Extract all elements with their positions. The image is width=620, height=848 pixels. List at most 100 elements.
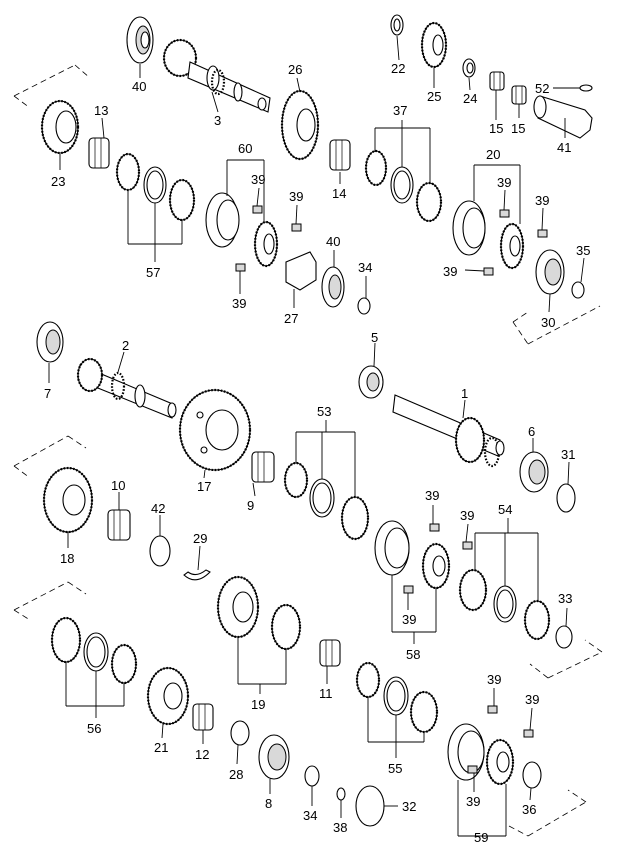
- needle-bearing-14: [329, 139, 351, 171]
- callout-label: 39: [497, 175, 511, 190]
- callout-label: 23: [51, 174, 65, 189]
- callout-label: 32: [402, 799, 416, 814]
- key-39l: [467, 765, 478, 774]
- callout-label: 19: [251, 697, 265, 712]
- callout-label: 37: [393, 103, 407, 118]
- callout-label: 53: [317, 404, 331, 419]
- key-39b: [291, 223, 302, 232]
- ring-42: [149, 535, 171, 567]
- main-shaft-1: [392, 394, 505, 468]
- callout-label: 12: [195, 747, 209, 762]
- countershaft-2: [76, 357, 177, 419]
- callout-label: 8: [265, 796, 272, 811]
- synchro-ring-55a: [356, 662, 380, 698]
- key-39a: [252, 205, 263, 214]
- callout-labels: 40 3 26 22 25 24 15 15 52 41 13 23 60 39…: [44, 61, 590, 845]
- callout-label: 24: [463, 91, 477, 106]
- input-shaft-3: [162, 38, 271, 113]
- callout-label: 39: [460, 508, 474, 523]
- callout-label: 54: [498, 502, 512, 517]
- callout-label: 33: [558, 591, 572, 606]
- callout-label: 39: [251, 172, 265, 187]
- callout-label: 39: [289, 189, 303, 204]
- ring-36: [522, 761, 542, 789]
- callout-label: 7: [44, 386, 51, 401]
- callout-label: 26: [288, 62, 302, 77]
- needle-bearing-15a: [489, 71, 505, 91]
- key-39g: [429, 523, 440, 532]
- callout-label: 34: [358, 260, 372, 275]
- ring-31: [556, 483, 576, 513]
- key-39d: [499, 209, 510, 218]
- callout-label: 2: [122, 338, 129, 353]
- needle-bearing-11: [319, 639, 341, 667]
- callout-label: 59: [474, 830, 488, 845]
- callout-label: 28: [229, 767, 243, 782]
- key-39c: [235, 263, 246, 272]
- callout-label: 9: [247, 498, 254, 513]
- callout-label: 21: [154, 740, 168, 755]
- key-39k: [523, 729, 534, 738]
- callout-label: 29: [193, 531, 207, 546]
- bearing-40-top: [126, 16, 154, 64]
- gear-25: [420, 21, 448, 69]
- callout-label: 20: [486, 147, 500, 162]
- parts-layer: [36, 14, 593, 827]
- callout-label: 15: [489, 121, 503, 136]
- gear-21: [146, 666, 190, 726]
- callout-label: 39: [466, 794, 480, 809]
- callout-label: 27: [284, 311, 298, 326]
- leader-lines: [13, 35, 603, 837]
- washer-29: [183, 569, 211, 581]
- callout-label: 39: [232, 296, 246, 311]
- key-39h: [462, 541, 473, 550]
- callout-label: 18: [60, 551, 74, 566]
- callout-label: 39: [525, 692, 539, 707]
- callout-label: 31: [561, 447, 575, 462]
- synchro-ring-53a: [284, 462, 308, 498]
- callout-label: 15: [511, 121, 525, 136]
- callout-label: 14: [332, 186, 346, 201]
- gear-23: [40, 99, 80, 155]
- washer-52: [579, 84, 593, 92]
- callout-label: 34: [303, 808, 317, 823]
- callout-label: 40: [132, 79, 146, 94]
- key-39f: [483, 267, 494, 276]
- callout-label: 30: [541, 315, 555, 330]
- callout-label: 39: [443, 264, 457, 279]
- key-39i: [403, 585, 414, 594]
- synchro-ring-55c: [410, 691, 438, 733]
- callout-label: 1: [461, 386, 468, 401]
- gear-18: [42, 466, 94, 534]
- callout-label: 58: [406, 647, 420, 662]
- callout-label: 52: [535, 81, 549, 96]
- callout-label: 38: [333, 820, 347, 835]
- callout-label: 39: [535, 193, 549, 208]
- callout-label: 39: [487, 672, 501, 687]
- callout-label: 56: [87, 721, 101, 736]
- key-39j: [487, 705, 498, 714]
- callout-label: 60: [238, 141, 252, 156]
- washer-27: [285, 251, 317, 291]
- ring-34-low: [304, 765, 320, 787]
- callout-label: 22: [391, 61, 405, 76]
- callout-label: 17: [197, 479, 211, 494]
- callout-label: 55: [388, 761, 402, 776]
- callout-label: 25: [427, 89, 441, 104]
- callout-label: 36: [522, 802, 536, 817]
- washer-38: [336, 787, 346, 801]
- synchro-ring-54a: [459, 569, 487, 611]
- ring-32: [355, 785, 385, 827]
- needle-bearing-13: [88, 137, 110, 169]
- callout-label: 5: [371, 330, 378, 345]
- callout-label: 39: [402, 612, 416, 627]
- needle-bearing-10: [107, 509, 131, 541]
- callout-label: 6: [528, 424, 535, 439]
- key-39e: [537, 229, 548, 238]
- gear-19: [216, 575, 302, 651]
- callout-label: 10: [111, 478, 125, 493]
- callout-label: 40: [326, 234, 340, 249]
- needle-bearing-12: [192, 703, 214, 731]
